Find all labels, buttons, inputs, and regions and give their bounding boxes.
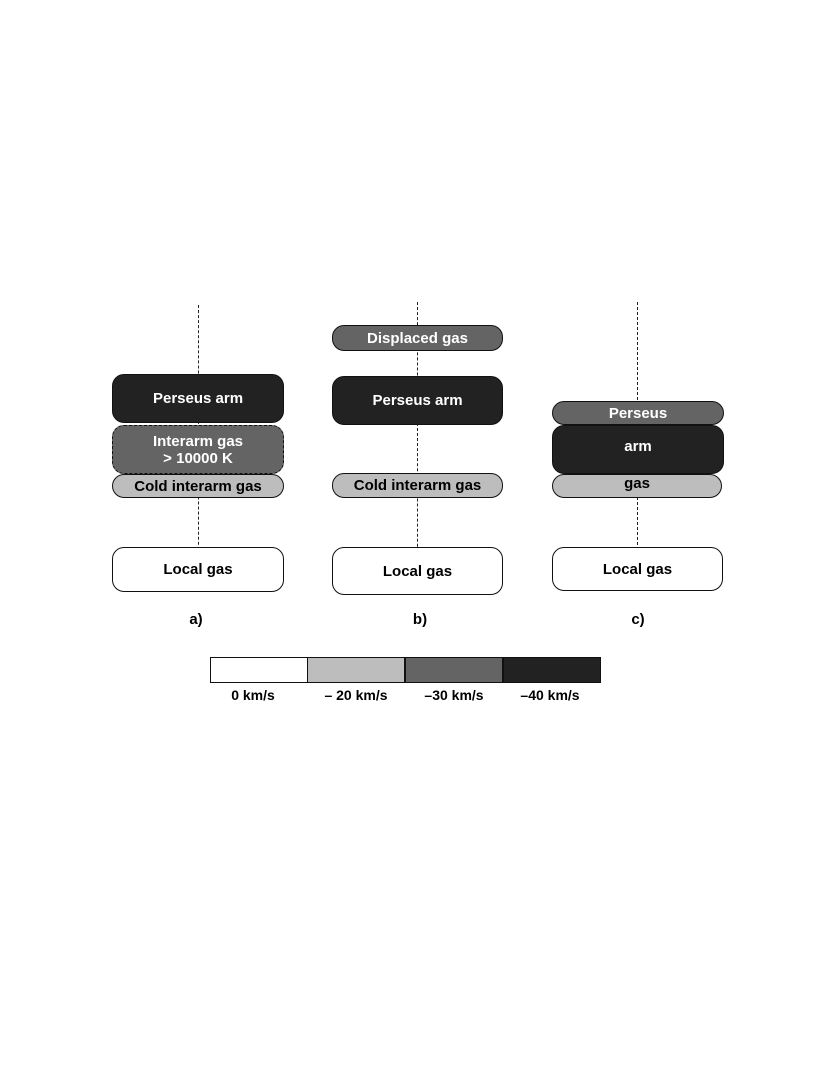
gas-box-c: gas <box>552 474 722 498</box>
displaced-gas-box-b: Displaced gas <box>332 325 503 351</box>
scale-label-30: –30 km/s <box>424 687 484 703</box>
cold-interarm-gas-box-a: Cold interarm gas <box>112 474 284 498</box>
interarm-gas-box-a: Interarm gas > 10000 K <box>112 425 284 474</box>
arm-box-c: arm <box>552 425 724 474</box>
panel-label-a: a) <box>189 611 203 628</box>
scale-swatch-0 <box>210 657 308 683</box>
local-gas-box-c: Local gas <box>552 547 723 591</box>
scale-swatch-20 <box>307 657 405 683</box>
panel-label-c: c) <box>631 611 645 628</box>
local-gas-box-a: Local gas <box>112 547 284 592</box>
perseus-arm-box-b: Perseus arm <box>332 376 503 425</box>
scale-swatch-30 <box>405 657 503 683</box>
perseus-box-c: Perseus <box>552 401 724 425</box>
panel-label-b: b) <box>412 611 428 628</box>
scale-label-20: – 20 km/s <box>324 687 388 703</box>
scale-swatch-40 <box>503 657 601 683</box>
cold-interarm-gas-box-b: Cold interarm gas <box>332 473 503 498</box>
perseus-arm-box-a: Perseus arm <box>112 374 284 423</box>
sightline-b <box>417 302 418 572</box>
scale-label-40: –40 km/s <box>520 687 580 703</box>
local-gas-box-b: Local gas <box>332 547 503 595</box>
scale-label-0: 0 km/s <box>231 687 275 703</box>
